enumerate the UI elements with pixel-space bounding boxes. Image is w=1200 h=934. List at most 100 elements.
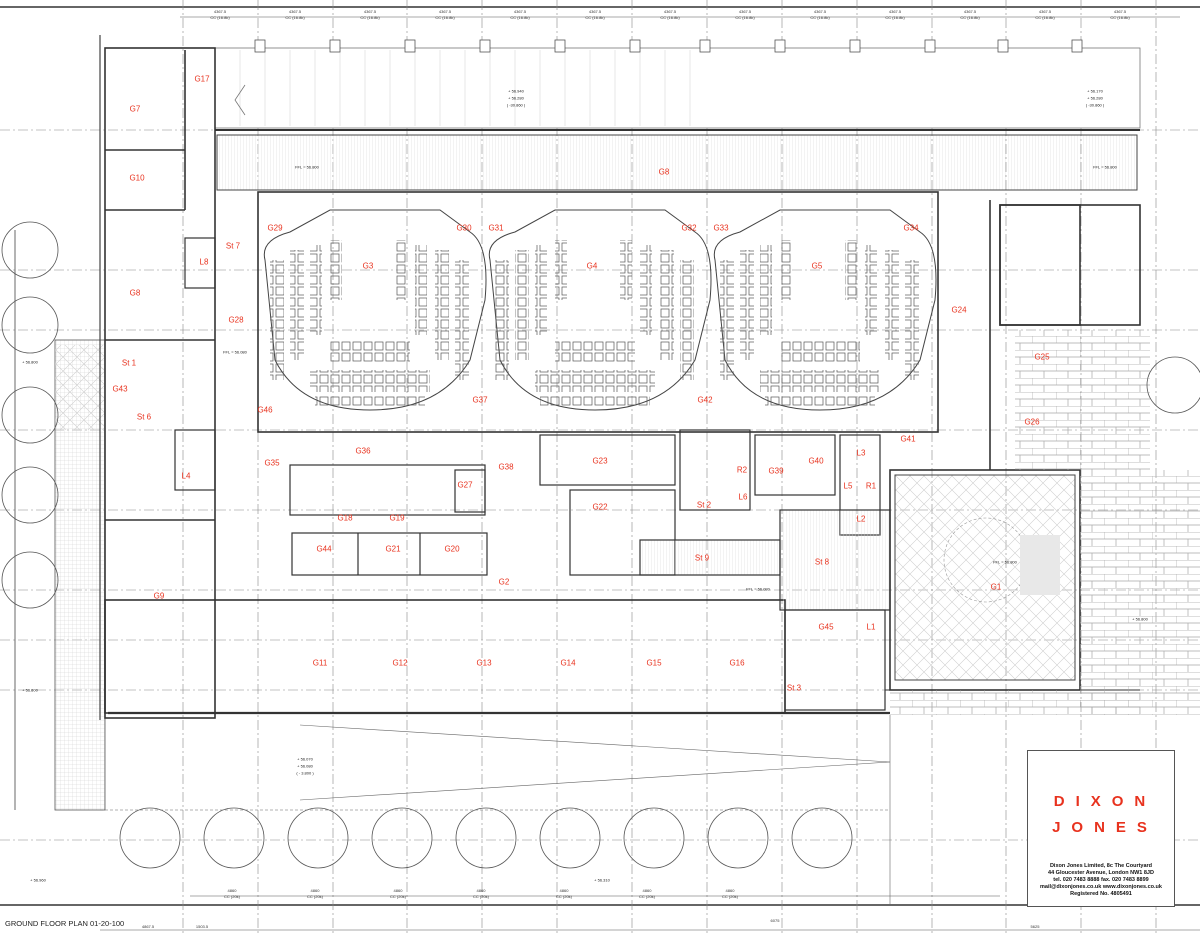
spot-level-south-1: + 56.070 [297,756,313,762]
room-label-g45: G45 [818,622,834,632]
trees [1,221,1200,869]
room-label-g5: G5 [811,261,823,271]
spot-level-south-2: + 56.080 [297,763,313,769]
room-label-st8: St 8 [814,557,830,567]
room-label-g24: G24 [951,305,967,315]
room-label-l1: L1 [866,622,876,632]
ffl-terrace-note: FFL = 56.800 [295,164,319,170]
address-line-2: 44 Gloucester Avenue, London NW1 8JD [1048,870,1154,876]
room-label-g9: G9 [153,591,165,601]
room-label-g16: G16 [729,658,745,668]
room-label-g12: G12 [392,658,408,668]
room-label-g22: G22 [592,502,608,512]
spot-level-right-3: ( -30.860 ) [1085,102,1105,108]
room-label-g7: G7 [129,104,141,114]
room-label-g8b: G8 [129,288,141,298]
room-label-g26: G26 [1024,417,1040,427]
room-label-g30: G30 [456,223,472,233]
title-block: DIXON JONES Dixon Jones Limited, 8c The … [1027,750,1175,907]
drawing-frame [0,6,1200,906]
address-line-1: Dixon Jones Limited, 8c The Courtyard [1049,863,1153,869]
room-label-g23: G23 [592,456,608,466]
room-label-g42: G42 [697,395,713,405]
ffl-right-note: FFL = 56.800 [1093,164,1117,170]
room-label-g4: G4 [586,261,598,271]
room-label-g11: G11 [312,658,328,668]
spot-level-top-1: + 56.940 [508,88,524,94]
room-label-g41: G41 [900,434,916,444]
room-label-g20: G20 [444,544,460,554]
room-label-r2: R2 [736,465,748,475]
theatre-seating [270,240,919,407]
grid-dimension-bottom-extra: 4867.5 [141,924,155,929]
firm-logo: DIXON JONES [1028,789,1174,841]
drawing-title: GROUND FLOOR PLAN 01-20-100 [5,919,125,928]
brand-line-1: DIXON [1053,793,1157,810]
room-label-g27: G27 [457,480,473,490]
grid-dimension-bottom-extra: 1503.5 [195,924,209,929]
room-label-g21: G21 [385,544,401,554]
room-label-g8: G8 [658,167,670,177]
room-label-g1: G1 [990,582,1002,592]
room-label-g25: G25 [1034,352,1050,362]
spot-level-west-top: + 56.800 [22,359,38,365]
room-label-st2: St 2 [696,500,712,510]
brand-line-2: JONES [1052,819,1158,836]
room-label-g38: G38 [498,462,514,472]
room-label-g39: G39 [768,466,784,476]
grid-dimension-bottom-extra: 5625 [1030,924,1040,929]
room-label-st9: St 9 [694,553,710,563]
spot-level-top-2: + 56.280 [508,95,524,101]
address-line-4: mail@dixonjones.co.uk www.dixonjones.co.… [1040,884,1162,890]
room-label-st7: St 7 [225,241,241,251]
spot-level-west: + 56.800 [22,687,38,693]
room-label-g32: G32 [681,223,697,233]
core-rooms [174,237,891,711]
room-label-l6: L6 [738,492,748,502]
grid-dimension-bottom-extra: 6075 [770,918,780,923]
room-label-g19: G19 [389,513,405,523]
spot-level-east: + 56.800 [1132,616,1148,622]
room-label-g15: G15 [646,658,662,668]
room-label-l2: L2 [856,514,866,524]
room-label-g37: G37 [472,395,488,405]
spot-level-south-3: ( - 3.800 ) [296,770,314,776]
room-label-l8: L8 [199,257,209,267]
address-line-3: tel. 020 7483 8888 fax. 020 7483 8899 [1053,877,1149,883]
room-label-g13: G13 [476,658,492,668]
spot-level-right-2: + 56.280 [1087,95,1103,101]
room-label-g29: G29 [267,223,283,233]
room-label-g34: G34 [903,223,919,233]
firm-address: Dixon Jones Limited, 8c The Courtyard 44… [1028,863,1174,898]
room-label-r1: R1 [865,481,877,491]
room-label-g31: G31 [488,223,504,233]
ffl-g2-note: FFL = 56.080 [746,586,770,592]
east-paving [1080,330,1150,715]
room-label-l5: L5 [843,481,853,491]
bottom-dimension-line [100,895,1200,931]
address-line-5: Registered No. 4805491 [1070,891,1132,897]
room-label-g43: G43 [112,384,128,394]
ffl-g1-note: FFL = 56.800 [993,559,1017,565]
corridor-g8 [216,134,1138,191]
room-label-g17: G17 [194,74,210,84]
room-label-g18: G18 [337,513,353,523]
room-label-g35: G35 [264,458,280,468]
room-label-st6: St 6 [136,412,152,422]
north-terrace [214,39,1141,129]
